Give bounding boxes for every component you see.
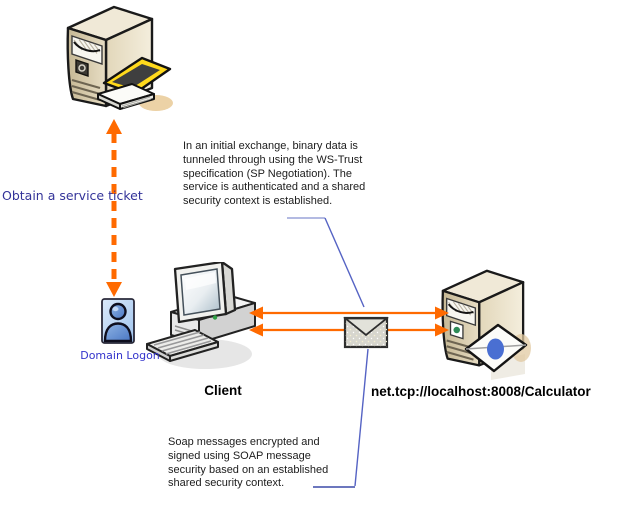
ticket-arrowhead-up — [106, 119, 122, 134]
server-front-panel — [446, 297, 477, 327]
person-highlight — [112, 306, 119, 312]
soap-callout-diagonal — [354, 348, 369, 487]
person-icon-svg — [101, 298, 135, 344]
power-led — [212, 315, 218, 320]
person-body — [103, 322, 133, 343]
keyboard-keys — [153, 331, 212, 355]
smartcard-icon-svg — [464, 323, 531, 380]
server-power-button — [75, 59, 89, 77]
ticket-paper-lines — [121, 96, 152, 109]
ws-trust-callout-diagonal — [324, 217, 365, 308]
screen-glare — [185, 272, 216, 290]
message-arrowhead-left — [249, 323, 263, 337]
ws-trust-callout-line — [287, 217, 365, 308]
ticket-exchange-arrow — [106, 119, 122, 297]
envelope-icon — [342, 316, 390, 349]
negotiation-arrowhead-right — [435, 306, 449, 320]
obtain-service-ticket-label: Obtain a service ticket — [2, 188, 143, 203]
soap-callout-line — [313, 348, 369, 488]
server-vents — [71, 78, 101, 102]
desktop-computer-icon — [146, 260, 256, 369]
client-label: Client — [204, 383, 242, 398]
domain-logon-label: Domain Logon — [80, 349, 160, 362]
smartcard-icon — [463, 320, 533, 385]
negotiation-arrow — [249, 306, 449, 320]
service-ticket-icon — [96, 56, 176, 119]
ticket-lid-inner — [112, 64, 160, 88]
client-computer-icon — [145, 260, 263, 385]
message-envelope-icon — [342, 316, 390, 355]
negotiation-arrowhead-left — [249, 306, 263, 320]
soap-security-annotation: Soap messages encrypted and signed using… — [168, 436, 329, 490]
card-dot — [487, 338, 504, 360]
ws-trust-annotation: In an initial exchange, binary data is t… — [183, 140, 366, 208]
person-icon — [99, 297, 139, 356]
ticket-paper-tray — [97, 83, 155, 110]
server-id-badge — [449, 320, 464, 340]
ticket-scanner-icon — [97, 56, 173, 111]
server-front-panel — [71, 35, 103, 65]
envelope-flap — [342, 317, 390, 337]
ticket-arrowhead-down — [106, 282, 122, 297]
service-endpoint-label: net.tcp://localhost:8008/Calculator — [371, 384, 591, 399]
message-arrowhead-right — [435, 323, 449, 337]
